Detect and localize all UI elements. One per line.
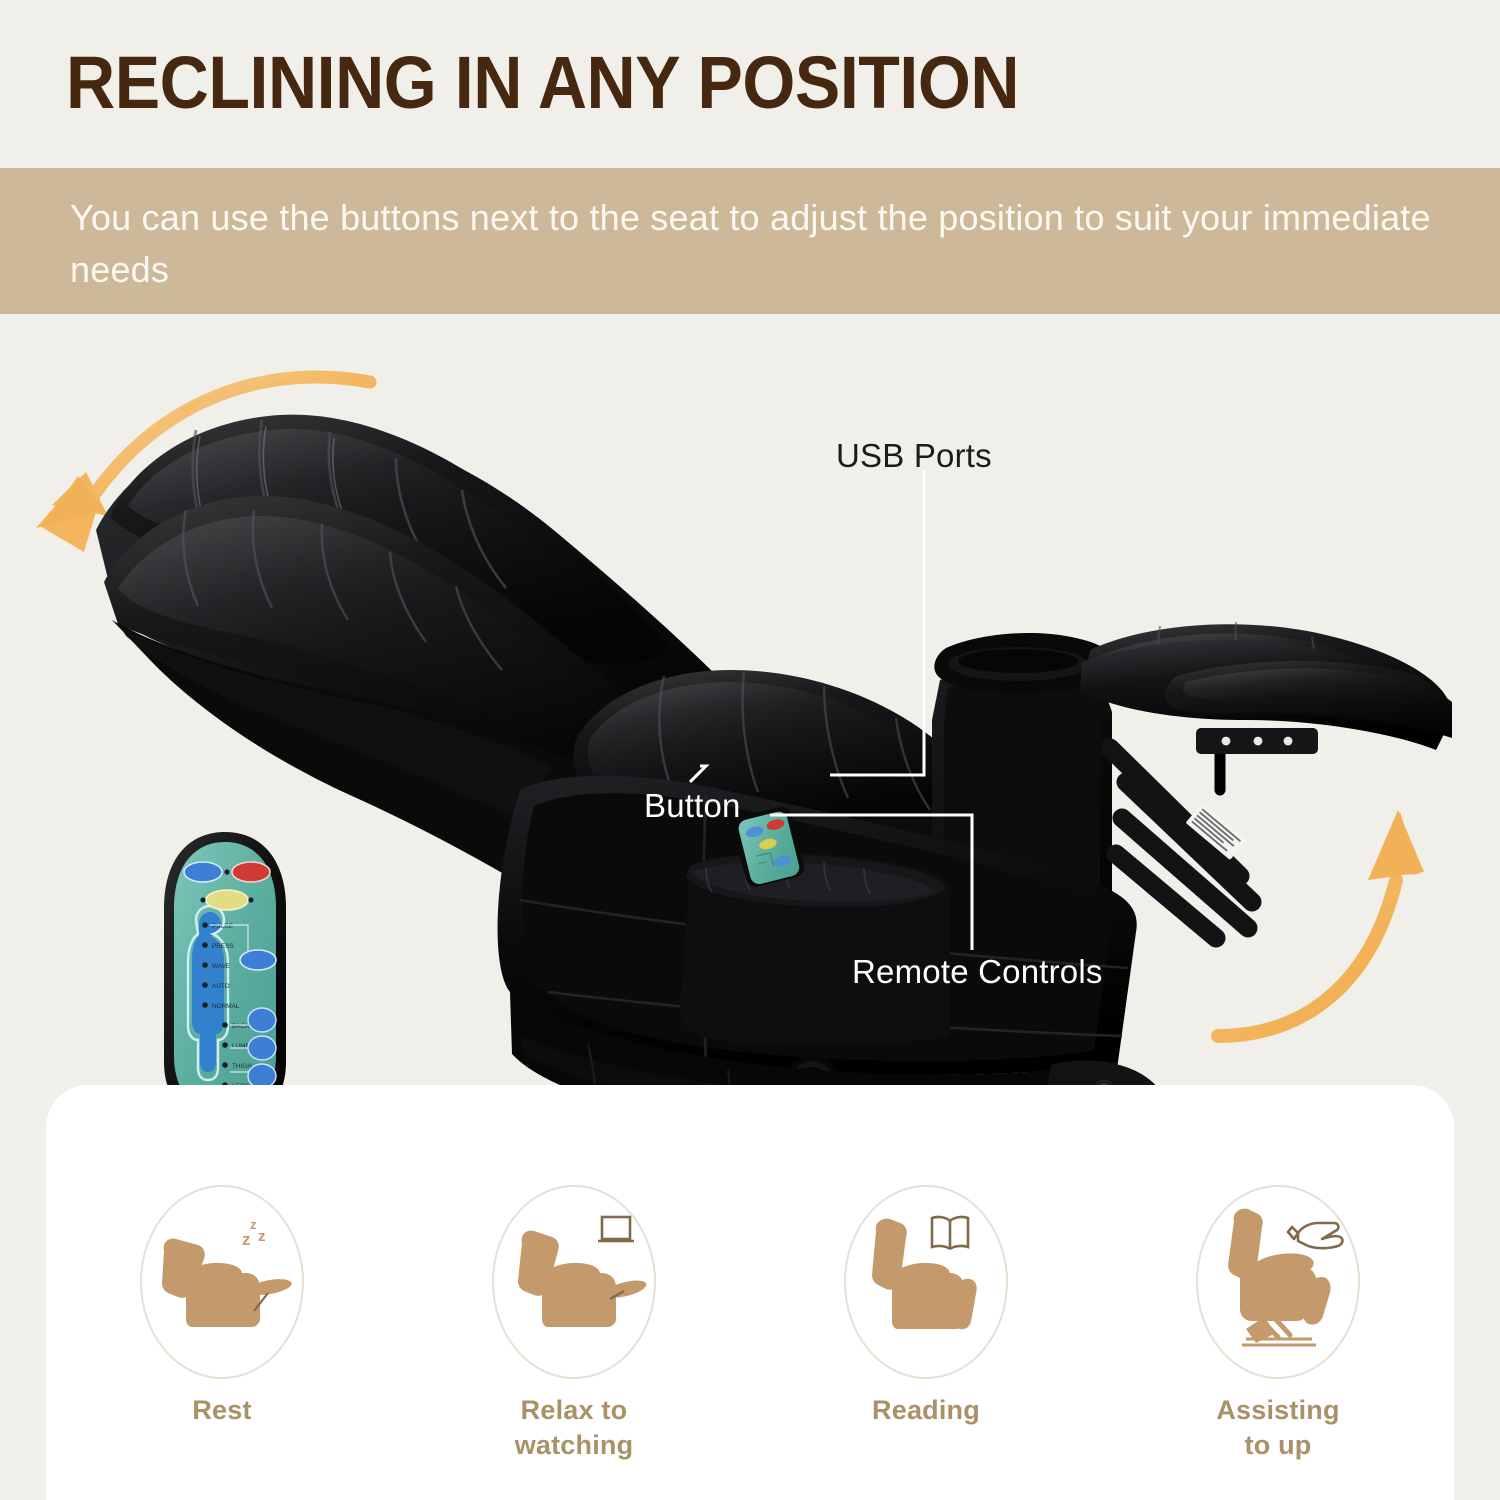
recliner-sleep-icon xyxy=(162,1238,292,1327)
callout-label-button: Button xyxy=(644,787,741,824)
feature-circle-rest: z z z xyxy=(140,1185,304,1379)
feature-item-reading: Reading xyxy=(750,1185,1102,1485)
footrest-linkage xyxy=(1100,728,1318,948)
subtitle-band: You can use the buttons next to the seat… xyxy=(0,168,1500,314)
feature-label-reading: Reading xyxy=(872,1395,980,1425)
callout-label-usb-ports: USB Ports xyxy=(836,437,992,474)
helping-hand-icon xyxy=(1286,1221,1344,1250)
subtitle-text: You can use the buttons next to the seat… xyxy=(70,197,1431,291)
page-title: RECLINING IN ANY POSITION xyxy=(66,41,1020,124)
side-pocket xyxy=(680,807,950,1046)
feature-label-rest: Rest xyxy=(192,1395,252,1425)
svg-text:NORMAL: NORMAL xyxy=(212,1003,240,1010)
recliner-tv-icon xyxy=(518,1230,647,1327)
tv-icon xyxy=(598,1215,634,1243)
product-scene: PULSE PRESS WAVE AUTO NORMAL BACK LUMBAR… xyxy=(0,320,1500,1180)
svg-text:LUMBAR: LUMBAR xyxy=(232,1043,259,1050)
recline-back-arrow xyxy=(36,370,377,552)
feature-item-rest: z z z Rest xyxy=(46,1185,398,1485)
body-silhouette-icon xyxy=(186,904,230,1082)
callout-leader-lines xyxy=(688,470,974,950)
footrest-up-arrow xyxy=(1211,810,1424,1043)
recliner-chair xyxy=(96,414,1452,1180)
recliner-lift-icon xyxy=(1228,1208,1331,1325)
svg-text:THIGH: THIGH xyxy=(232,1063,252,1070)
callout-label-remote-controls: Remote Controls xyxy=(852,953,1103,990)
pocket-remote xyxy=(733,807,805,887)
recliner-book-icon xyxy=(872,1218,977,1330)
svg-text:BACK: BACK xyxy=(232,1023,250,1030)
feature-circle-relax-watching xyxy=(492,1185,656,1379)
svg-text:z: z xyxy=(242,1230,251,1249)
svg-text:PULSE: PULSE xyxy=(212,923,233,930)
svg-text:z: z xyxy=(250,1217,257,1232)
feature-circle-assisting-to-up xyxy=(1196,1185,1360,1379)
feature-list: z z z Rest xyxy=(46,1185,1454,1485)
feature-circle-reading xyxy=(844,1185,1008,1379)
svg-text:AUTO: AUTO xyxy=(212,983,230,990)
svg-text:PRESS: PRESS xyxy=(212,943,234,950)
book-icon xyxy=(930,1215,970,1251)
svg-text:z: z xyxy=(258,1228,266,1245)
svg-text:WAVE: WAVE xyxy=(212,963,230,970)
